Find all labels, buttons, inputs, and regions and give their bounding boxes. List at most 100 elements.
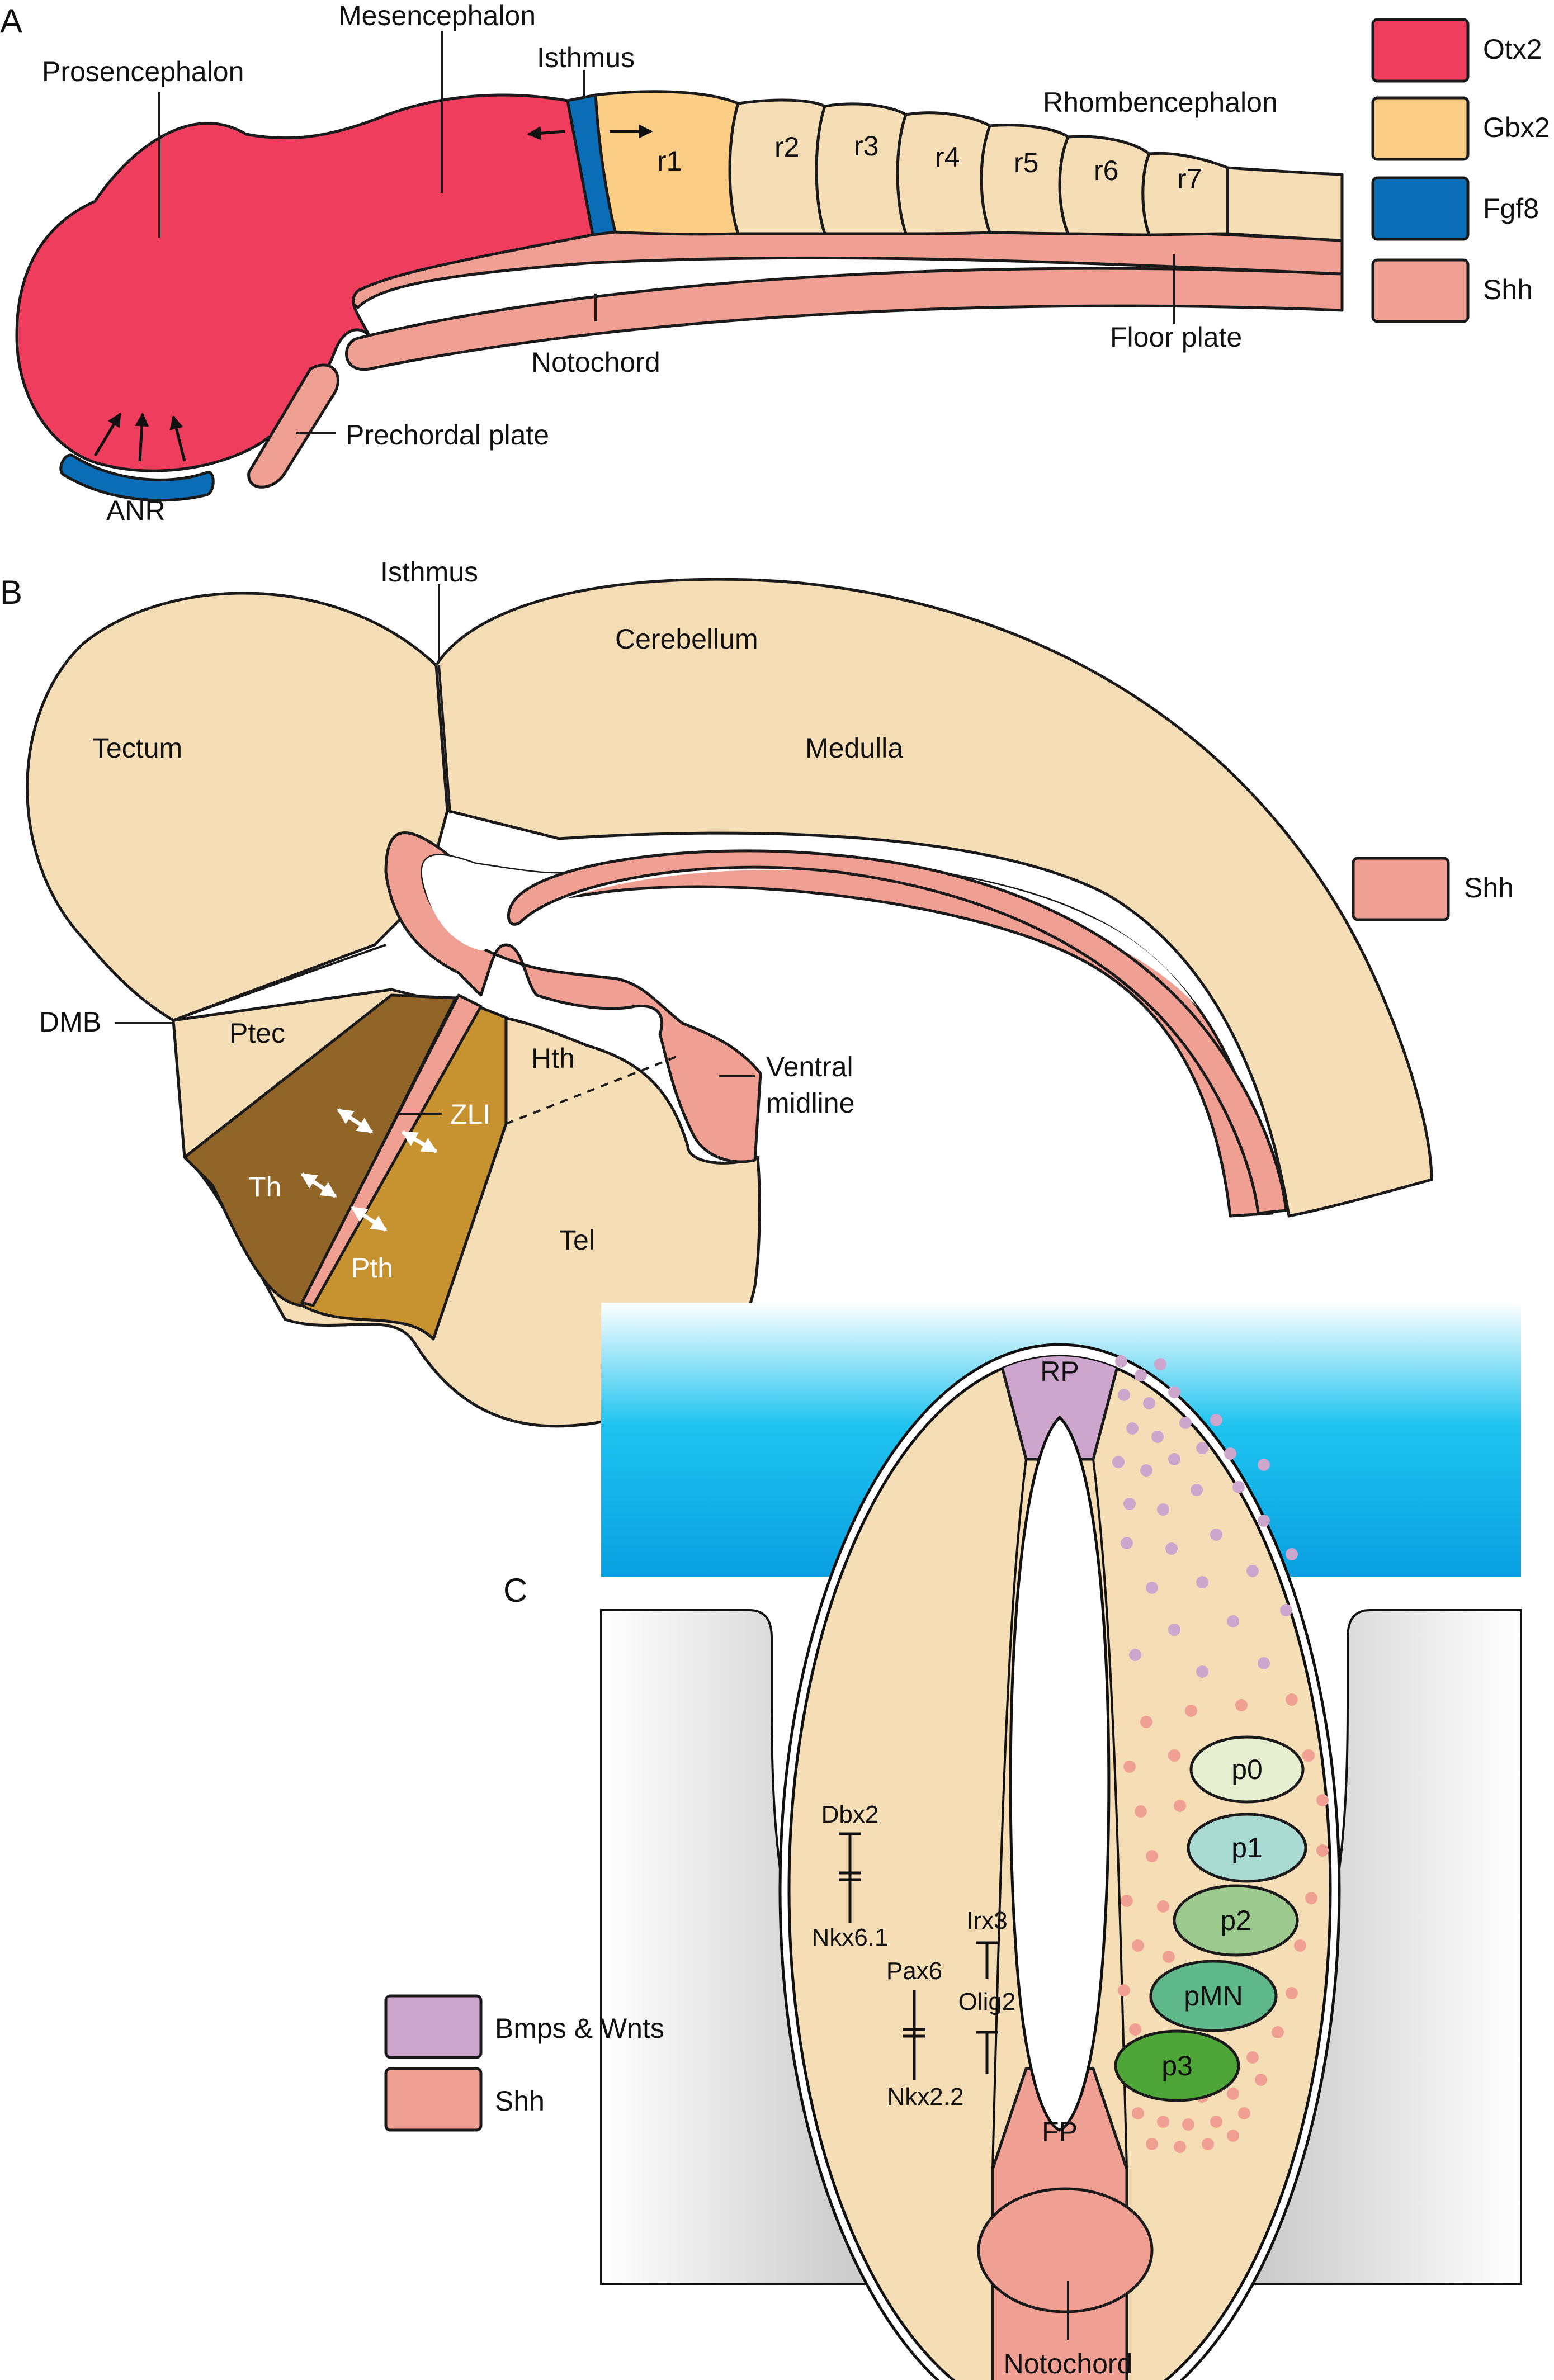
zli-arrow-4 [351, 1206, 388, 1232]
label-pth: Pth [351, 1252, 393, 1284]
progenitor-p2 [1173, 1884, 1299, 1957]
panel-c-letter: C [503, 1572, 527, 1609]
label-ptec: Ptec [229, 1018, 285, 1049]
progenitor-p0 [1189, 1735, 1305, 1804]
notochord-a-shape [345, 267, 1344, 371]
label-ventral-midline-2: midline [766, 1087, 854, 1119]
progenitor-label: p0 [1231, 1754, 1263, 1785]
progenitor-label: p3 [1161, 2050, 1193, 2081]
legend-label: Otx2 [1483, 34, 1542, 65]
legend-label: Gbx2 [1483, 112, 1550, 143]
label-zli: ZLI [450, 1099, 490, 1130]
zli-arrow-1 [337, 1108, 374, 1134]
label-ventral-midline-1: Ventral [766, 1051, 853, 1082]
legend-swatch-fgf8 [1371, 176, 1470, 241]
hindbrain-body [434, 578, 1433, 1218]
central-canal [1009, 1415, 1111, 2132]
anr-arrow-2 [135, 412, 149, 462]
legend-label: Bmps & Wnts [495, 2013, 664, 2044]
legend-swatch-bmps-wnts [384, 1994, 483, 2059]
legend-swatch-gbx2 [1371, 96, 1470, 161]
dmb-divider [173, 944, 386, 1021]
legend-swatch-shh-c [384, 2067, 483, 2132]
rhombomere-r4-shape [896, 111, 991, 235]
hth-dashed-divider [506, 1056, 677, 1125]
zli-arrow-3 [300, 1172, 337, 1198]
prethalamus-region [300, 996, 508, 1341]
zli-wedge [300, 993, 483, 1307]
label-prosencephalon: Prosencephalon [42, 56, 244, 87]
label-cerebellum: Cerebellum [615, 623, 758, 655]
legend-swatch-shh-a [1371, 258, 1470, 323]
label-notochord-c: Notochord [1004, 2348, 1133, 2379]
tectum-shape [26, 592, 449, 1022]
rhombomere-r2-shape [728, 98, 826, 235]
label-th: Th [249, 1171, 281, 1203]
rhombencephalon-tail [1226, 166, 1344, 242]
label-rhombencephalon: Rhombencephalon [1043, 87, 1278, 118]
label-dmb: DMB [39, 1006, 101, 1038]
legend-label: Shh [1464, 872, 1514, 903]
label-mesencephalon: Mesencephalon [338, 0, 536, 31]
label-tectum: Tectum [92, 732, 182, 764]
rhombomere-r5-shape [980, 124, 1070, 235]
label-tel: Tel [559, 1224, 595, 1256]
legend-label: Shh [495, 2085, 545, 2117]
panel-a: A Prosencephalon [0, 0, 1550, 526]
otx2-forebrain-midbrain [15, 93, 594, 472]
legend-swatch-shh-b [1352, 857, 1450, 921]
progenitor-domains: p0 p1 p2 pMN p3 [1114, 1735, 1307, 2102]
zli-arrow-2 [401, 1130, 438, 1154]
isthmus-b-divider [438, 665, 451, 814]
legend-label: Fgf8 [1483, 193, 1539, 224]
panel-b-letter: B [0, 574, 22, 611]
rhombomere-label: r2 [774, 131, 799, 163]
label-prechordal-plate: Prechordal plate [346, 419, 549, 451]
label-rp: RP [1040, 1356, 1079, 1387]
progenitor-pMN [1149, 1960, 1278, 2032]
rhombomere-label: r5 [1014, 147, 1038, 178]
factor-irx3: Irx3 [966, 1907, 1007, 1934]
rhombomere-r3-shape [815, 102, 908, 235]
factor-nkx22: Nkx2.2 [887, 2083, 964, 2111]
anr-arrow-3 [169, 415, 186, 462]
rhombomere-label: r3 [854, 130, 878, 162]
legend-label: Shh [1483, 274, 1533, 305]
label-anr: ANR [106, 495, 166, 526]
factor-olig2: Olig2 [958, 1988, 1016, 2015]
progenitor-label: p2 [1220, 1905, 1251, 1936]
fgf8-isthmus-band [566, 93, 617, 236]
notochord-c-shape [977, 2187, 1154, 2313]
panel-c: C [384, 1303, 1522, 2380]
rhombomere-label: r6 [1094, 155, 1118, 186]
anr-arrow-1 [93, 412, 122, 457]
isthmus-arrow-left [527, 126, 565, 140]
label-floor-plate: Floor plate [1110, 321, 1242, 353]
factor-pax6: Pax6 [886, 1957, 942, 1985]
label-fp: FP [1042, 2116, 1078, 2147]
legend-a: Otx2 Gbx2 Fgf8 Shh [1371, 18, 1550, 323]
rhombomere-label: r4 [935, 141, 960, 173]
rhombomere-label: r1 [657, 145, 682, 177]
progenitor-label: pMN [1184, 1980, 1243, 2012]
legend-swatch-otx2 [1371, 18, 1470, 83]
rhombomere-labels: r1 r2 r3 r4 r5 r6 r7 [657, 130, 1202, 195]
prechordal-plate-shape [247, 363, 339, 489]
label-isthmus-b: Isthmus [380, 556, 478, 588]
bmp-wnt-dots [1112, 1355, 1298, 1678]
rhombomere-label: r7 [1177, 163, 1202, 195]
progenitor-label: p1 [1231, 1832, 1263, 1863]
label-medulla: Medulla [805, 732, 903, 764]
label-isthmus-a: Isthmus [537, 42, 635, 73]
hindbrain-floor-shh [507, 849, 1288, 1215]
right-zone-divider [1092, 1459, 1128, 2170]
anr-shape [59, 453, 215, 502]
label-hth: Hth [531, 1043, 575, 1074]
progenitor-p3 [1114, 2029, 1240, 2102]
panel-b: B Isthmus Cerebellum [0, 556, 1514, 1428]
factor-dbx2: Dbx2 [821, 1801, 879, 1828]
label-notochord-a: Notochord [531, 347, 660, 378]
progenitor-p1 [1187, 1813, 1307, 1883]
factor-nkx61: Nkx6.1 [812, 1924, 889, 1951]
